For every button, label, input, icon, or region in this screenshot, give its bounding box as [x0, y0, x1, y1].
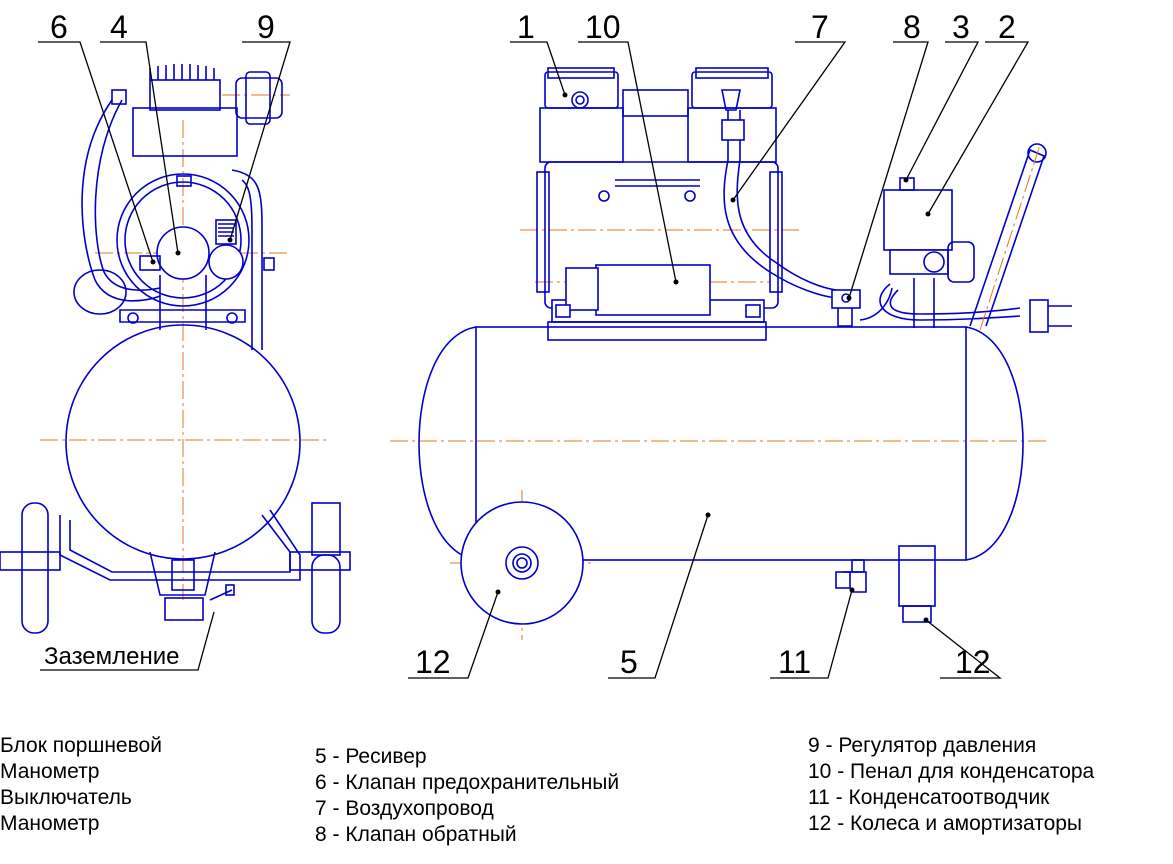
receiver-tank-side	[65, 324, 301, 560]
pressure-switch-front	[859, 177, 1021, 328]
leader-lines	[38, 41, 1030, 679]
legend-item: 11 - Конденсатоотводчик	[808, 786, 1050, 809]
callout-11: 11	[778, 644, 811, 680]
legend-item: 10 - Пенал для конденсатора	[808, 760, 1095, 783]
condensate-drain-front	[835, 559, 867, 593]
legend-item: Манометр	[0, 760, 100, 783]
callout-1: 1	[517, 9, 535, 45]
compressor-block-front	[536, 67, 783, 309]
foot-side	[164, 597, 204, 621]
pressure-gauge-side	[156, 226, 210, 280]
check-valve-front	[831, 289, 861, 327]
legend-col-1: Блок поршневой Манометр Выключатель Мано…	[0, 733, 162, 837]
motor-side	[116, 173, 250, 307]
front-view	[390, 67, 1072, 640]
wheel-left-side	[21, 502, 49, 634]
damper-right-side	[311, 502, 341, 556]
condenser-case-front	[547, 264, 767, 341]
side-view	[0, 64, 351, 634]
legend-item: 9 - Регулятор давления	[808, 734, 1037, 757]
callout-3: 3	[952, 9, 970, 45]
callout-2: 2	[998, 9, 1016, 45]
callout-4: 4	[110, 9, 128, 45]
callout-10: 10	[585, 9, 621, 45]
legend-item: Манометр	[0, 812, 100, 835]
compressor-head-side	[111, 64, 283, 157]
legend-col-2: 5 - Ресивер 6 - Клапан предохранительный…	[315, 744, 619, 848]
callout-12-wheel: 12	[415, 644, 451, 680]
wheel-front	[460, 501, 584, 625]
receiver-tank-front	[418, 326, 1024, 561]
legend-col-3: 9 - Регулятор давления 10 - Пенал для ко…	[808, 733, 1094, 837]
callout-5: 5	[620, 644, 638, 680]
legend-item: 12 - Колеса и амортизаторы	[808, 812, 1083, 835]
regulator-side	[208, 244, 244, 280]
leader-dots	[150, 92, 931, 623]
plug-front	[1029, 299, 1072, 333]
handle-front	[969, 143, 1047, 331]
damper-front	[898, 545, 936, 623]
callout-9: 9	[257, 9, 275, 45]
legend-item: 8 - Клапан обратный	[315, 823, 517, 846]
callout-7: 7	[811, 9, 829, 45]
legend-item: Блок поршневой	[0, 734, 162, 757]
callout-6: 6	[50, 9, 68, 45]
callout-12-damper: 12	[955, 644, 991, 680]
ground-label: Заземление	[44, 643, 180, 670]
legend-item: 6 - Клапан предохранительный	[315, 771, 620, 794]
legend-item: 7 - Воздухопровод	[315, 797, 494, 820]
legend-item: 5 - Ресивер	[315, 745, 427, 768]
callout-8: 8	[903, 9, 921, 45]
legend-item: Выключатель	[0, 786, 132, 809]
